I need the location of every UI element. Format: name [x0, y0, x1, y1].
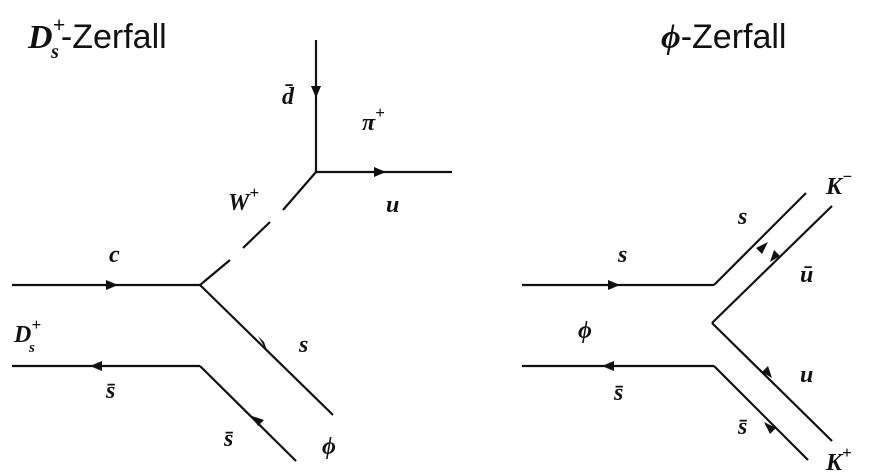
- w-boson-segment-3: [282, 171, 317, 211]
- ds-plus-label: D+s: [13, 315, 41, 356]
- k-plus-label: K+: [825, 443, 852, 475]
- anti-s-low-arrow: [764, 422, 776, 434]
- s-quark-in-arrow: [608, 280, 620, 290]
- anti-s-in-label: s̄: [613, 380, 623, 406]
- u-label: u: [386, 192, 399, 218]
- u-low-arrow: [762, 366, 772, 378]
- s-up-label: s: [737, 204, 747, 230]
- s-up-arrow: [756, 242, 768, 254]
- u-bar-arrow: [770, 250, 780, 262]
- s-up-line: [713, 192, 807, 286]
- w-plus-label: W+: [228, 183, 259, 216]
- pi-plus-label: π+: [362, 103, 385, 136]
- phi-in-label: ϕ: [578, 318, 592, 344]
- anti-s-arrow-left: [90, 361, 102, 371]
- u-bar-label: ū: [800, 262, 813, 288]
- d-bar-arrow: [311, 86, 321, 98]
- d-bar-label: d̄: [282, 84, 295, 110]
- ds-decay-title: D+s-Zerfall: [27, 12, 167, 63]
- s-quark-arrow: [258, 336, 268, 353]
- u-low-line: [711, 322, 833, 442]
- c-label: c: [109, 242, 120, 268]
- anti-s-low-line: [713, 365, 809, 461]
- phi-label: ϕ: [322, 434, 336, 460]
- k-minus-label: K−: [825, 167, 852, 200]
- s-label: s: [298, 332, 308, 358]
- w-boson-segment-2: [242, 221, 271, 249]
- s-in-label: s: [617, 242, 627, 268]
- anti-s-diagonal-arrow: [252, 416, 264, 426]
- u-bar-line: [711, 205, 833, 324]
- c-quark-arrow: [106, 280, 118, 290]
- u-low-label: u: [800, 362, 813, 388]
- anti-s-left-label: s̄: [105, 378, 115, 404]
- u-quark-arrow: [374, 167, 386, 177]
- phi-decay-diagram: ϕ-Zerfall s ϕ s̄ s K− ū u s̄ K+: [522, 18, 852, 475]
- anti-s-in-arrow: [602, 361, 614, 371]
- anti-s-low-label: s̄: [737, 414, 747, 440]
- anti-s-line-diagonal: [199, 365, 297, 462]
- w-boson-segment-1: [199, 259, 231, 286]
- anti-s-bottom-label: s̄: [223, 426, 233, 452]
- phi-decay-title: ϕ-Zerfall: [661, 18, 786, 56]
- ds-decay-diagram: D+s-Zerfall d̄ π+ W+ u c D+s s s̄ s̄: [12, 12, 452, 462]
